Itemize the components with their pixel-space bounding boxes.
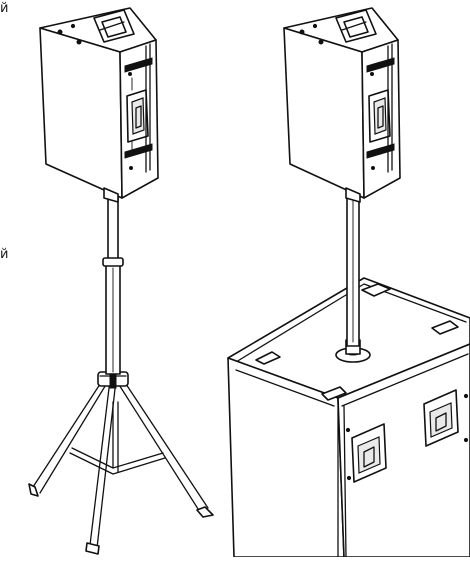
- left-speaker-on-tripod: [28, 7, 214, 555]
- speaker-pole: [346, 191, 360, 347]
- left-speaker-cabinet: [39, 7, 159, 203]
- cropped-text-fragment-top: й: [0, 1, 9, 16]
- right-speaker-on-subwoofer: [227, 7, 470, 558]
- right-speaker-cabinet: [283, 7, 401, 203]
- tripod-hub: [97, 367, 129, 389]
- tripod-legs: [28, 377, 214, 555]
- cropped-text-fragment-middle: й: [0, 247, 9, 262]
- tripod-pole: [102, 197, 124, 375]
